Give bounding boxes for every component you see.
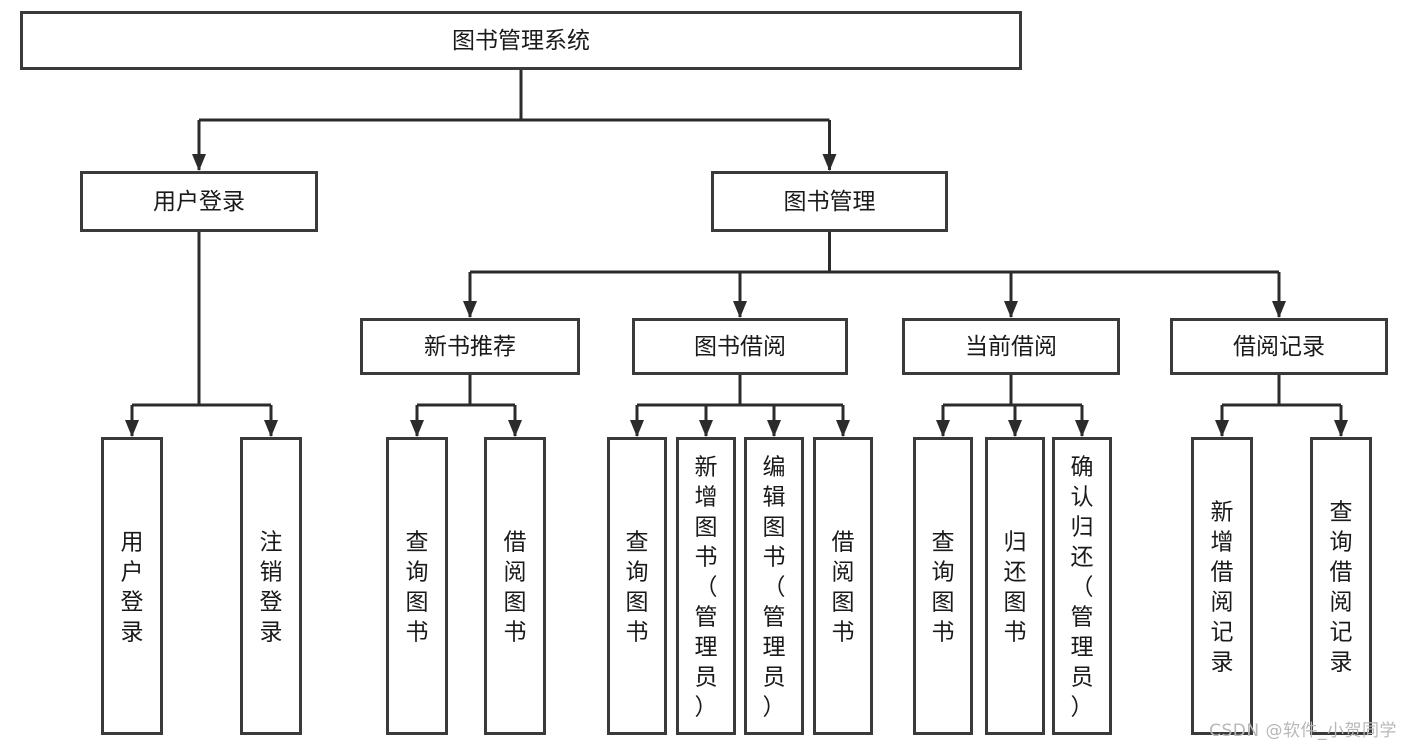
edge-book-borrow-arrow-0	[630, 420, 644, 437]
node-book-borrow[interactable]: 图书借阅	[632, 318, 848, 375]
edge-user-login-arrow-0	[125, 420, 139, 437]
node-new-book-recommend[interactable]: 新书推荐	[360, 318, 580, 375]
node-label-current-borrow: 当前借阅	[965, 334, 1057, 360]
node-label-book-manage: 图书管理	[784, 189, 876, 215]
node-label-leaf-query-borrow-record: 查询借阅记录	[1330, 499, 1353, 675]
edge-current-borrow-arrow-1	[1008, 420, 1022, 437]
node-leaf-logout-login[interactable]: 注销登录	[240, 437, 302, 735]
node-label-leaf-edit-book-admin: 编辑图书（管理员）	[763, 454, 786, 720]
node-box-leaf-logout-login[interactable]	[240, 437, 302, 735]
node-root[interactable]: 图书管理系统	[20, 11, 1022, 70]
edge-current-borrow-arrow-0	[936, 420, 950, 437]
node-current-borrow[interactable]: 当前借阅	[902, 318, 1120, 375]
node-leaf-edit-book-admin[interactable]: 编辑图书（管理员）	[744, 437, 804, 735]
node-label-leaf-confirm-return-admin: 确认归还（管理员）	[1071, 454, 1094, 720]
node-leaf-borrow-book[interactable]: 借阅图书	[813, 437, 873, 735]
node-leaf-add-borrow-record[interactable]: 新增借阅记录	[1191, 437, 1253, 735]
node-box-book-manage[interactable]	[711, 171, 948, 232]
node-label-leaf-borrow-book-recommend: 借阅图书	[504, 529, 527, 645]
node-leaf-borrow-book-recommend[interactable]: 借阅图书	[484, 437, 546, 735]
node-box-leaf-return-book[interactable]	[985, 437, 1045, 735]
node-label-leaf-return-book: 归还图书	[1004, 529, 1027, 645]
node-box-leaf-query-book-recommend[interactable]	[386, 437, 448, 735]
node-box-leaf-query-book-current[interactable]	[913, 437, 973, 735]
node-box-leaf-borrow-book[interactable]	[813, 437, 873, 735]
edge-book-manage-arrow-3	[1272, 301, 1286, 318]
connectors-layer	[125, 70, 1348, 437]
node-box-user-login[interactable]	[80, 171, 318, 232]
node-label-leaf-logout-login: 注销登录	[260, 529, 283, 645]
node-borrow-record[interactable]: 借阅记录	[1170, 318, 1388, 375]
node-leaf-return-book[interactable]: 归还图书	[985, 437, 1045, 735]
node-label-user-login: 用户登录	[153, 189, 245, 215]
node-leaf-query-book-borrow[interactable]: 查询图书	[607, 437, 667, 735]
node-label-leaf-add-borrow-record: 新增借阅记录	[1211, 499, 1234, 675]
node-user-login[interactable]: 用户登录	[80, 171, 318, 232]
edge-new-book-arrow-1	[508, 420, 522, 437]
node-label-leaf-add-book-admin: 新增图书（管理员）	[695, 454, 718, 720]
edge-book-borrow-arrow-2	[767, 420, 781, 437]
edge-root-arrow-0	[192, 154, 206, 171]
node-leaf-confirm-return-admin[interactable]: 确认归还（管理员）	[1052, 437, 1112, 735]
node-label-new-book-recommend: 新书推荐	[424, 334, 516, 360]
node-label-leaf-query-book-current: 查询图书	[932, 529, 955, 645]
edge-book-manage-arrow-1	[733, 301, 747, 318]
node-box-leaf-query-borrow-record[interactable]	[1310, 437, 1372, 735]
node-box-leaf-borrow-book-recommend[interactable]	[484, 437, 546, 735]
node-label-leaf-query-book-borrow: 查询图书	[626, 529, 649, 645]
node-label-leaf-borrow-book: 借阅图书	[832, 529, 855, 645]
edge-book-borrow-arrow-3	[836, 420, 850, 437]
edge-new-book-arrow-0	[410, 420, 424, 437]
node-box-borrow-record[interactable]	[1170, 318, 1388, 375]
boxes-layer: 图书管理系统用户登录图书管理新书推荐图书借阅当前借阅借阅记录用户登录注销登录查询…	[20, 11, 1388, 735]
node-box-root[interactable]	[20, 11, 1022, 70]
edge-book-manage-arrow-2	[1004, 301, 1018, 318]
edge-book-manage-arrow-0	[463, 301, 477, 318]
node-leaf-query-book-recommend[interactable]: 查询图书	[386, 437, 448, 735]
node-label-leaf-user-login: 用户登录	[121, 529, 144, 645]
node-box-leaf-add-book-admin[interactable]	[676, 437, 736, 735]
node-box-leaf-confirm-return-admin[interactable]	[1052, 437, 1112, 735]
edge-borrow-record-arrow-0	[1215, 420, 1229, 437]
edge-current-borrow-arrow-2	[1075, 420, 1089, 437]
edge-book-borrow-arrow-1	[699, 420, 713, 437]
node-box-current-borrow[interactable]	[902, 318, 1120, 375]
node-box-new-book-recommend[interactable]	[360, 318, 580, 375]
node-leaf-query-borrow-record[interactable]: 查询借阅记录	[1310, 437, 1372, 735]
node-box-leaf-add-borrow-record[interactable]	[1191, 437, 1253, 735]
edge-borrow-record-arrow-1	[1334, 420, 1348, 437]
edge-user-login-arrow-1	[264, 420, 278, 437]
node-label-borrow-record: 借阅记录	[1233, 334, 1325, 360]
node-label-leaf-query-book-recommend: 查询图书	[406, 529, 429, 645]
node-leaf-user-login[interactable]: 用户登录	[101, 437, 163, 735]
edge-root-arrow-1	[822, 154, 837, 171]
node-label-root: 图书管理系统	[452, 28, 590, 54]
node-label-book-borrow: 图书借阅	[694, 334, 786, 360]
node-leaf-query-book-current[interactable]: 查询图书	[913, 437, 973, 735]
node-book-manage[interactable]: 图书管理	[711, 171, 948, 232]
node-box-book-borrow[interactable]	[632, 318, 848, 375]
node-box-leaf-user-login[interactable]	[101, 437, 163, 735]
node-box-leaf-query-book-borrow[interactable]	[607, 437, 667, 735]
node-box-leaf-edit-book-admin[interactable]	[744, 437, 804, 735]
node-leaf-add-book-admin[interactable]: 新增图书（管理员）	[676, 437, 736, 735]
